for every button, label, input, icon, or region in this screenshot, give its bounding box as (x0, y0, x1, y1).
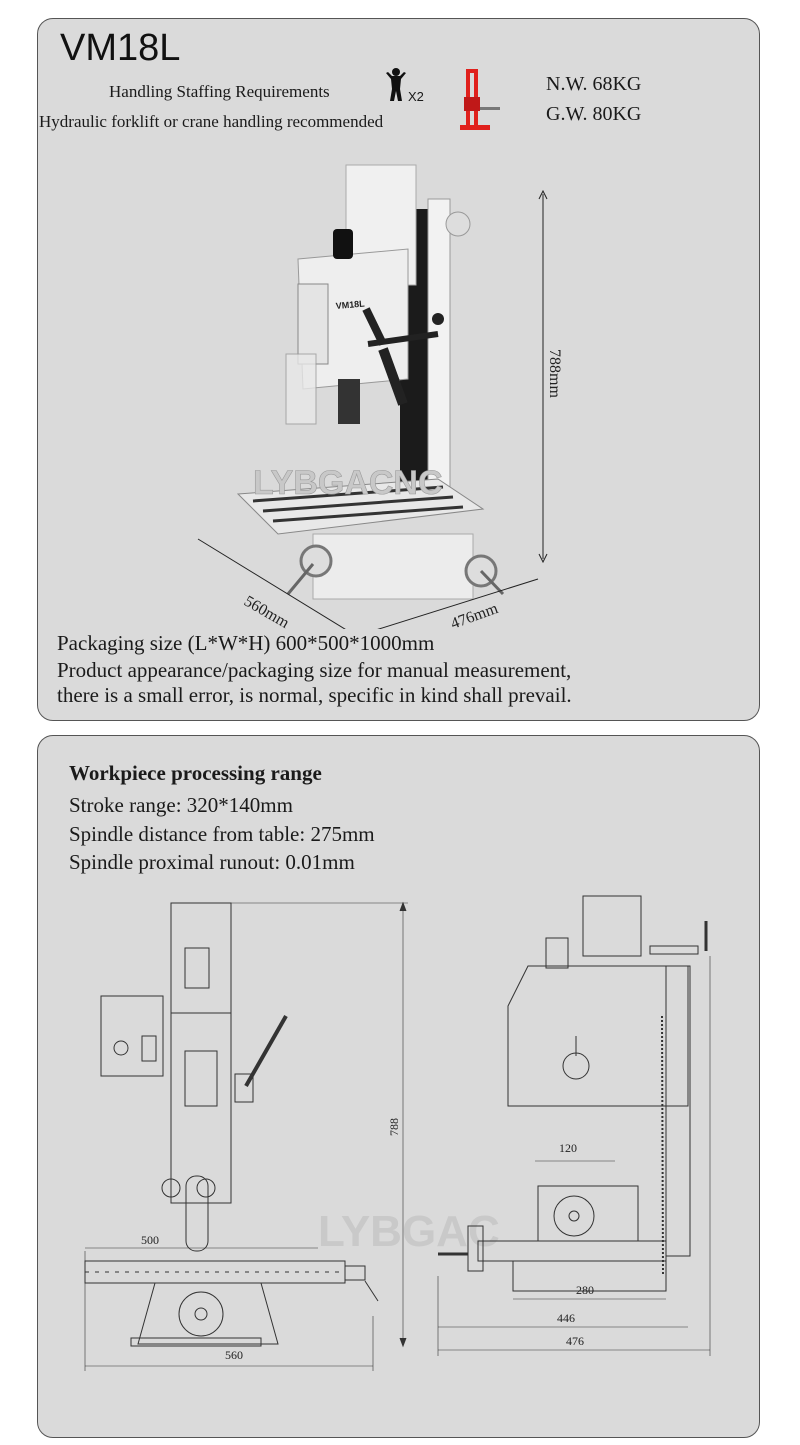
watermark-text: LYBGACNC (253, 464, 443, 502)
spindle-distance: Spindle distance from table: 275mm (69, 822, 375, 846)
front-table-dim: 500 (141, 1233, 159, 1247)
specs-heading: Workpiece processing range (69, 761, 322, 785)
net-weight: N.W. 68KG (546, 73, 642, 95)
packaging-size: Packaging size (L*W*H) 600*500*1000mm (57, 631, 435, 655)
length-dim: 560mm (241, 593, 292, 629)
side-total-dim: 476 (566, 1334, 584, 1348)
front-width-dim: 560 (225, 1348, 243, 1362)
gross-weight: G.W. 80KG (546, 103, 642, 125)
side-view: 120 280 446 476 (437, 895, 711, 1356)
packaging-note-2: there is a small error, is normal, speci… (57, 683, 572, 707)
product-overview-panel: VM18L Handling Staffing Requirements X2 … (37, 18, 760, 721)
handling-note: Hydraulic forklift or crane handling rec… (39, 112, 384, 131)
front-height-dim: 788 (387, 1118, 401, 1136)
height-dim: 788mm (546, 349, 563, 398)
stroke-range: Stroke range: 320*140mm (69, 793, 293, 817)
drawing-watermark: LYBGAC (318, 1207, 500, 1256)
machine-label: VM18L (335, 298, 365, 311)
model-title: VM18L (60, 27, 181, 69)
processing-range-panel: Workpiece processing range Stroke range:… (37, 735, 760, 1438)
side-base-dim: 280 (576, 1283, 594, 1297)
front-view: 788 500 560 (84, 901, 408, 1371)
packaging-note-1: Product appearance/packaging size for ma… (57, 658, 572, 682)
side-cross-dim: 120 (559, 1141, 577, 1155)
worker-icon (386, 68, 406, 101)
spindle-runout: Spindle proximal runout: 0.01mm (69, 850, 355, 874)
machine-photo: VM18L LYBGACNC 788mm 560mm 476mm (197, 164, 563, 629)
side-depth-dim: 446 (557, 1311, 575, 1325)
technical-drawing: LYBGAC 788 500 (84, 895, 711, 1371)
staffing-count: X2 (408, 89, 424, 104)
staffing-label: Handling Staffing Requirements (109, 82, 330, 101)
forklift-icon (460, 69, 500, 130)
